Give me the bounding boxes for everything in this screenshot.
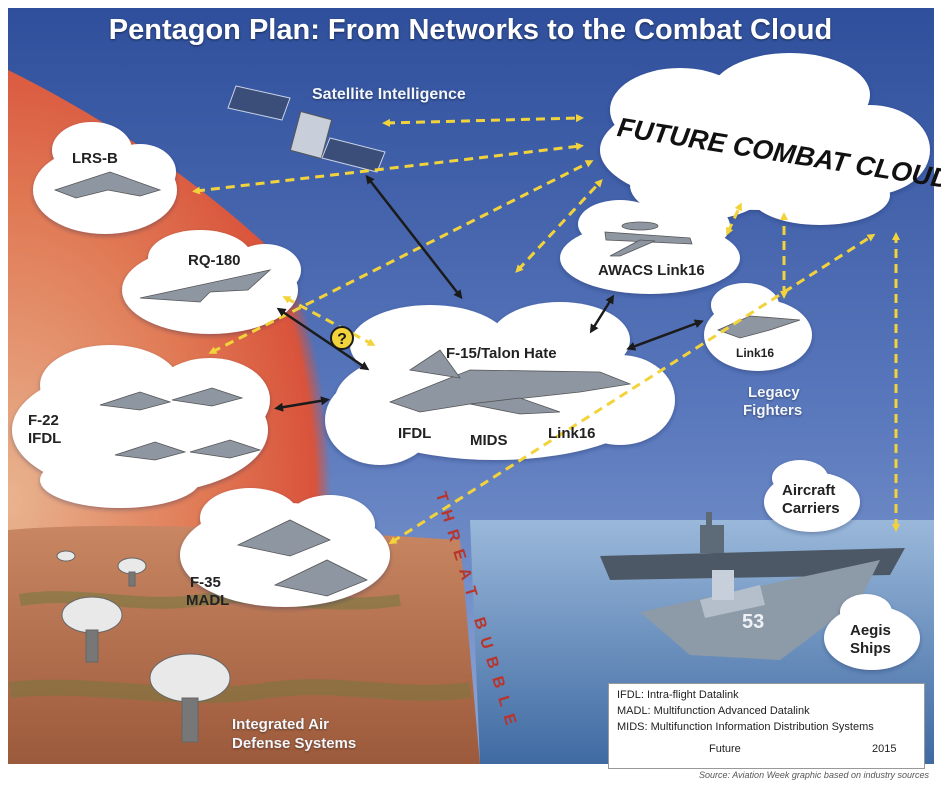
radar-dish-icon	[56, 550, 231, 743]
carriers-label-2: Carriers	[782, 500, 840, 517]
link-satellite-f15	[365, 174, 463, 300]
source-note: Source: Aviation Week graphic based on i…	[699, 770, 929, 780]
f15-label: F-15/Talon Hate	[446, 345, 557, 362]
link-satellite-cloud	[382, 114, 584, 127]
lrs-b-label: LRS-B	[72, 150, 118, 167]
lrs-b-bomber-icon	[53, 171, 162, 199]
current-links	[274, 174, 704, 412]
iads-label-1: Integrated Air	[232, 716, 329, 733]
link-rq180-f15-current	[276, 307, 370, 371]
f35-label-2: MADL	[186, 592, 230, 609]
legend-ifdl: IFDL: Intra-flight Datalink	[617, 689, 739, 701]
legend-current-label: 2015	[872, 743, 897, 755]
link-f35-cloud	[388, 233, 876, 545]
f15-link16-label: Link16	[548, 425, 596, 442]
link-f22-f15	[274, 396, 330, 412]
f22-label-2: IFDL	[28, 430, 62, 447]
link-f15-legacy	[626, 319, 704, 351]
vegetation	[9, 679, 472, 703]
legend-future-label: Future	[709, 743, 741, 755]
f35-pair-icon	[236, 519, 368, 597]
legend-mids: MIDS: Multifunction Information Distribu…	[617, 721, 874, 733]
legacy-fighters-label-1: Legacy	[748, 384, 800, 401]
page-title: Pentagon Plan: From Networks to the Comb…	[108, 14, 833, 46]
carriers-label-1: Aircraft	[782, 482, 836, 499]
unknown-link-marker	[330, 326, 354, 350]
f35-label-1: F-35	[190, 574, 221, 591]
aegis-label-2: Ships	[850, 640, 891, 657]
f22-label-1: F-22	[28, 412, 59, 429]
link-f15-awacs	[589, 294, 615, 334]
legend-box: IFDL: Intra-flight Datalink MADL: Multif…	[608, 683, 925, 769]
awacs-label: AWACS Link16	[598, 262, 705, 279]
aegis-label-1: Aegis	[850, 622, 891, 639]
aegis-ships-cloud	[824, 594, 920, 670]
f22-formation-icon	[99, 387, 262, 461]
link-awacs-cloud	[726, 202, 742, 236]
unknown-marker-text: ?	[337, 331, 347, 348]
ship-hull-number: 53	[742, 611, 764, 633]
iads-label-2: Defense Systems	[232, 735, 357, 752]
legacy-link16-label: Link16	[736, 346, 775, 360]
aegis-destroyer-icon	[640, 560, 880, 660]
f15-mids-label: MIDS	[470, 432, 508, 449]
legend-madl: MADL: Multifunction Advanced Datalink	[617, 705, 810, 717]
future-combat-cloud	[600, 53, 930, 225]
f15-ifdl-label: IFDL	[398, 425, 432, 442]
satellite-label: Satellite Intelligence	[312, 86, 466, 103]
vegetation	[19, 591, 401, 610]
legacy-fighters-label-2: Fighters	[743, 402, 803, 419]
rq180-label: RQ-180	[188, 252, 241, 269]
